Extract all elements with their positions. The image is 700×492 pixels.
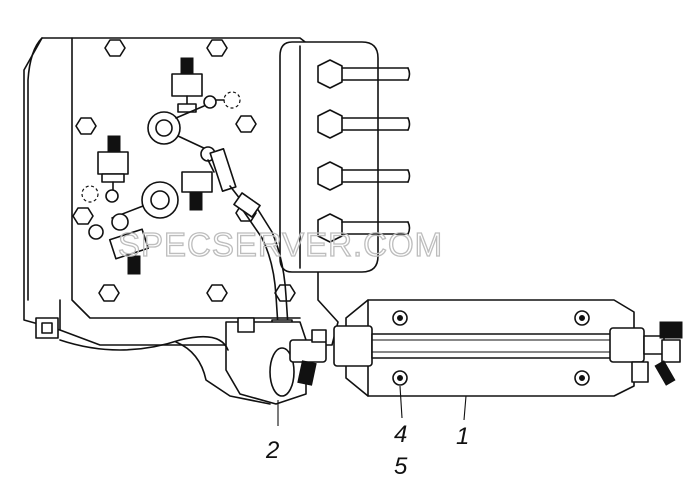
bolt-icon	[206, 284, 228, 302]
bolt-icon	[274, 284, 296, 302]
mounting-plate	[23, 37, 339, 346]
valve-block	[279, 41, 379, 273]
hose-fitting-icon	[317, 59, 411, 89]
watermark: SPECSERVER.COM	[118, 226, 443, 263]
bolt-icon	[98, 284, 120, 302]
bracket-bolts	[392, 310, 590, 386]
lower-bracket	[35, 317, 327, 405]
cylinder-1	[333, 299, 683, 397]
leader-lines	[277, 385, 467, 426]
plate-bolts	[72, 39, 296, 302]
hose-fitting-icon	[317, 109, 411, 139]
callout-1: 1	[456, 423, 469, 450]
bolt-icon	[206, 39, 228, 57]
bolt-icon	[104, 39, 126, 57]
hose-fittings	[317, 59, 411, 243]
upper-lever-assembly	[147, 57, 241, 162]
lower-lever-assembly	[81, 135, 245, 275]
callout-2: 2	[265, 437, 279, 464]
bolt-icon	[235, 115, 257, 133]
hose-fitting-icon	[317, 213, 411, 243]
bolt-icon	[72, 207, 94, 225]
callout-5: 5	[394, 453, 408, 480]
hose-fitting-icon	[317, 161, 411, 191]
callout-4: 4	[394, 421, 407, 448]
bolt-icon	[75, 117, 97, 135]
